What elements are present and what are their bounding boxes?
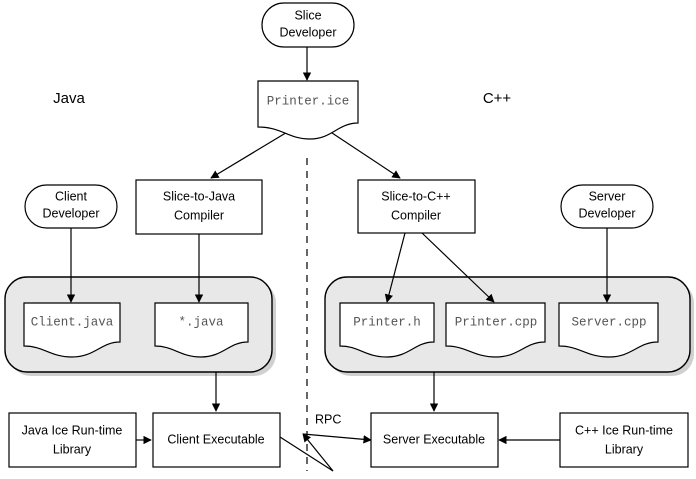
cpp-ice-runtime-library-label-line2: Library [605,442,644,456]
printer-h-label: Printer.h [353,315,421,329]
java-ice-runtime-library-shape [8,412,137,468]
node-client-executable[interactable]: Client Executable [152,412,281,468]
printer-cpp-shape [445,302,546,358]
node-server-developer[interactable]: Server Developer [560,184,654,229]
client-java-label: Client.java [31,315,114,329]
printer-h-shape [339,302,435,358]
star-java-label: *.java [178,315,224,329]
node-client-java[interactable]: Client.java [23,302,121,358]
lane-label-java: Java [53,90,85,107]
client-executable-label: Client Executable [167,432,264,446]
server-executable-shape [370,412,499,468]
client-executable-shape [152,412,281,468]
node-slice-to-java-compiler[interactable]: Slice-to-Java Compiler [135,179,263,235]
node-java-ice-runtime-library[interactable]: Java Ice Run-time Library [8,412,137,468]
server-executable-label: Server Executable [383,432,485,446]
server-cpp-shape [558,302,659,358]
rpc-leg-from-client [279,436,334,472]
slice-to-cpp-compiler-label-line1: Slice-to-C++ [381,189,450,203]
server-developer-label-line2: Developer [579,206,636,220]
edge-slice-to-cpp-to-printer-h [384,232,406,303]
node-slice-to-cpp-compiler[interactable]: Slice-to-C++ Compiler [357,179,476,234]
slice-to-cpp-compiler-label-line2: Compiler [391,208,441,222]
rpc-connector [279,433,372,472]
edge-printer-ice-to-slice-to-java [210,130,290,179]
client-java-shape [23,302,121,358]
slice-to-cpp-compiler-shape [357,179,476,234]
server-developer-shape [560,184,654,229]
slice-to-java-compiler-label-line2: Compiler [174,208,224,222]
server-cpp-label: Server.cpp [571,315,646,329]
java-ice-runtime-library-label-line1: Java Ice Run-time [22,423,123,437]
node-slice-developer[interactable]: Slice Developer [261,2,355,48]
client-developer-label-line1: Client [55,189,87,203]
rpc-label: RPC [315,412,341,426]
printer-ice-shape [257,80,359,140]
node-client-developer[interactable]: Client Developer [24,184,118,229]
slice-to-java-compiler-shape [135,179,263,235]
client-developer-shape [24,184,118,229]
lane-label-cpp: C++ [483,90,512,107]
cpp-ice-runtime-library-label-line1: C++ Ice Run-time [575,423,673,437]
cpp-ice-runtime-library-shape [559,412,689,468]
node-star-java[interactable]: *.java [154,302,249,358]
node-server-cpp[interactable]: Server.cpp [558,302,659,358]
edge-printer-ice-to-slice-to-cpp [322,126,401,179]
printer-ice-label: Printer.ice [267,94,350,108]
slice-developer-shape [261,2,355,48]
slice-to-java-compiler-label-line1: Slice-to-Java [163,189,235,203]
node-cpp-ice-runtime-library[interactable]: C++ Ice Run-time Library [559,412,689,468]
node-printer-ice[interactable]: Printer.ice [257,80,359,140]
server-developer-label-line1: Server [589,189,626,203]
node-printer-cpp[interactable]: Printer.cpp [445,302,546,358]
slice-developer-label-line2: Developer [280,25,337,39]
slice-developer-label-line1: Slice [294,8,321,22]
rpc-leg-up [302,433,334,472]
star-java-shape [154,302,249,358]
client-developer-label-line2: Developer [43,206,100,220]
printer-cpp-label: Printer.cpp [455,315,538,329]
node-server-executable[interactable]: Server Executable [370,412,499,468]
rpc-leg-to-server [302,433,372,444]
edge-slice-to-cpp-to-printer-cpp [421,232,495,303]
node-printer-h[interactable]: Printer.h [339,302,435,358]
java-ice-runtime-library-label-line2: Library [53,442,92,456]
